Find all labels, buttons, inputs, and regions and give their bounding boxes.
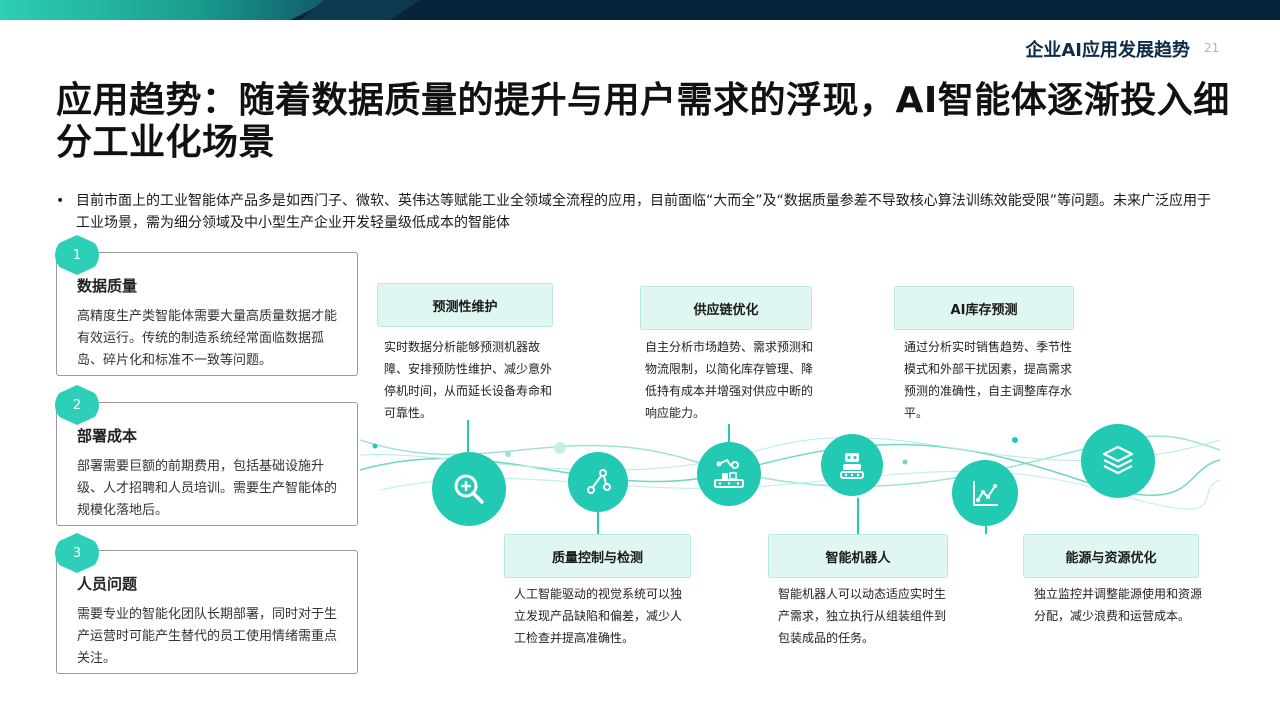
top-banner xyxy=(0,0,1280,20)
page-title: 应用趋势：随着数据质量的提升与用户需求的浮现，AI智能体逐渐投入细分工业化场景 xyxy=(56,80,1230,163)
report-title: 企业AI应用发展趋势 xyxy=(1025,40,1190,61)
card-number-badge: 3 xyxy=(55,533,99,573)
card-data-quality: 1 数据质量 高精度生产类智能体需要大量高质量数据才能有效运行。传统的制造系统经… xyxy=(55,235,358,376)
card-title: 人员问题 xyxy=(77,575,138,593)
card-description: 高精度生产类智能体需要大量高质量数据才能有效运行。传统的制造系统经常面临数据孤岛… xyxy=(77,309,338,368)
scenario-desc: 人工智能驱动的视觉系统可以独立发现产品缺陷和偏差，减少人工检查并提高准确性。 xyxy=(514,587,683,645)
robot-icon xyxy=(821,434,883,496)
scenario-desc: 独立监控并调整能源使用和资源分配，减少浪费和运营成本。 xyxy=(1034,587,1203,623)
scenario-desc: 通过分析实时销售趋势、季节性模式和外部干扰因素，提高需求预测的准确性，自主调整库… xyxy=(904,340,1073,420)
summary-bullet: 目前市面上的工业智能体产品多是如西门子、微软、英伟达等赋能工业全领域全流程的应用… xyxy=(76,193,1212,231)
banner-gradient xyxy=(0,0,330,20)
line-chart-icon xyxy=(952,460,1018,526)
network-nodes-icon xyxy=(568,452,628,512)
layers-icon xyxy=(1081,424,1155,498)
scenario-label-predictive-maintenance: 预测性维护 xyxy=(377,283,553,327)
page-number: 21 xyxy=(1204,41,1220,55)
banner-stripe xyxy=(300,0,420,20)
scenario-label-inventory-forecast: AI库存预测 xyxy=(894,286,1074,330)
bullet-marker: • xyxy=(56,193,65,209)
scenario-desc: 实时数据分析能够预测机器故障、安排预防性维护、减少意外停机时间，从而延长设备寿命… xyxy=(384,340,553,420)
card-title: 部署成本 xyxy=(77,427,138,445)
card-description: 需要专业的智能化团队长期部署，同时对于生产运营时可能产生替代的员工使用情绪需重点… xyxy=(77,607,338,666)
scenario-label-smart-robot: 智能机器人 xyxy=(768,534,948,578)
card-title: 数据质量 xyxy=(77,277,138,295)
card-description: 部署需要巨额的前期费用，包括基础设施升级、人才招聘和人员培训。需要生产智能体的规… xyxy=(77,459,338,518)
scenario-label-quality-control: 质量控制与检测 xyxy=(504,534,691,578)
factory-robot-icon xyxy=(697,442,761,506)
search-plus-icon xyxy=(432,452,506,526)
scenario-desc: 自主分析市场趋势、需求预测和物流限制，以简化库存管理、降低持有成本并增强对供应中… xyxy=(645,340,814,420)
scenario-label-supply-chain: 供应链优化 xyxy=(640,286,812,330)
card-personnel: 3 人员问题 需要专业的智能化团队长期部署，同时对于生产运营时可能产生替代的员工… xyxy=(55,533,358,674)
scenario-desc: 智能机器人可以动态适应实时生产需求，独立执行从组装组件到包装成品的任务。 xyxy=(778,587,947,645)
scenario-label-energy-optimization: 能源与资源优化 xyxy=(1023,534,1199,578)
